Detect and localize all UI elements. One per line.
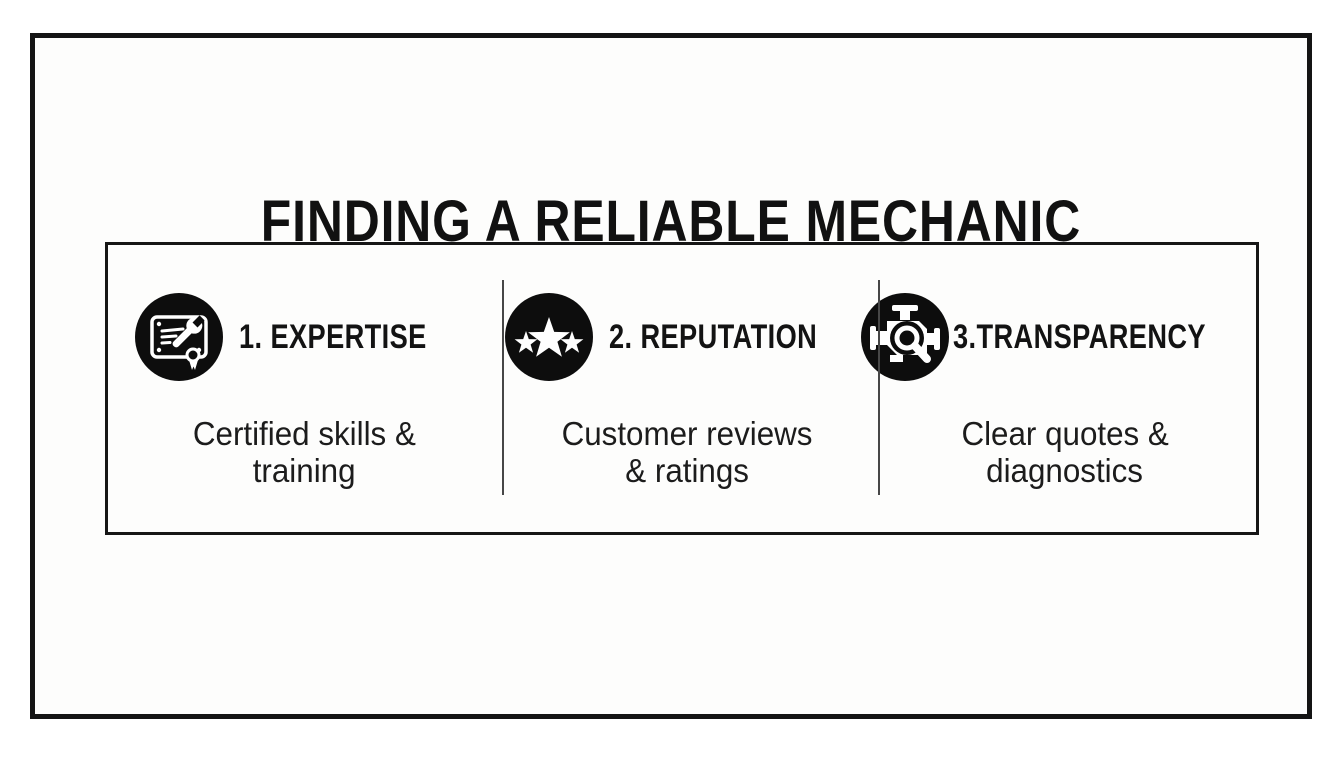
certificate-wrench-icon [135,293,224,381]
engine-magnifier-icon [860,293,949,381]
outer-frame: FINDING A RELIABLE MECHANIC [30,33,1312,719]
step-transparency: 3.TRANSPARENCY Clear quotes & diagnostic… [860,245,1256,532]
step-transparency-header: 3.TRANSPARENCY [860,293,1256,381]
step-transparency-label: 3.TRANSPARENCY [952,317,1206,356]
step-expertise-description: Certified skills & training [192,415,416,489]
step-expertise-header: 1. EXPERTISE [108,293,501,381]
step-reputation-header: 2. REPUTATION [501,293,874,381]
step-expertise: 1. EXPERTISE Certified skills & training [108,245,501,532]
step-reputation-description: Customer reviews & ratings [562,415,813,489]
step-reputation-label: 2. REPUTATION [609,317,818,356]
step-reputation: 2. REPUTATION Customer reviews & ratings [501,245,874,532]
column-divider [878,280,880,495]
three-stars-icon [505,293,594,381]
step-transparency-description: Clear quotes & diagnostics [961,415,1169,489]
steps-panel: 1. EXPERTISE Certified skills & training [105,242,1259,535]
step-expertise-label: 1. EXPERTISE [239,317,427,356]
column-divider [502,280,504,495]
